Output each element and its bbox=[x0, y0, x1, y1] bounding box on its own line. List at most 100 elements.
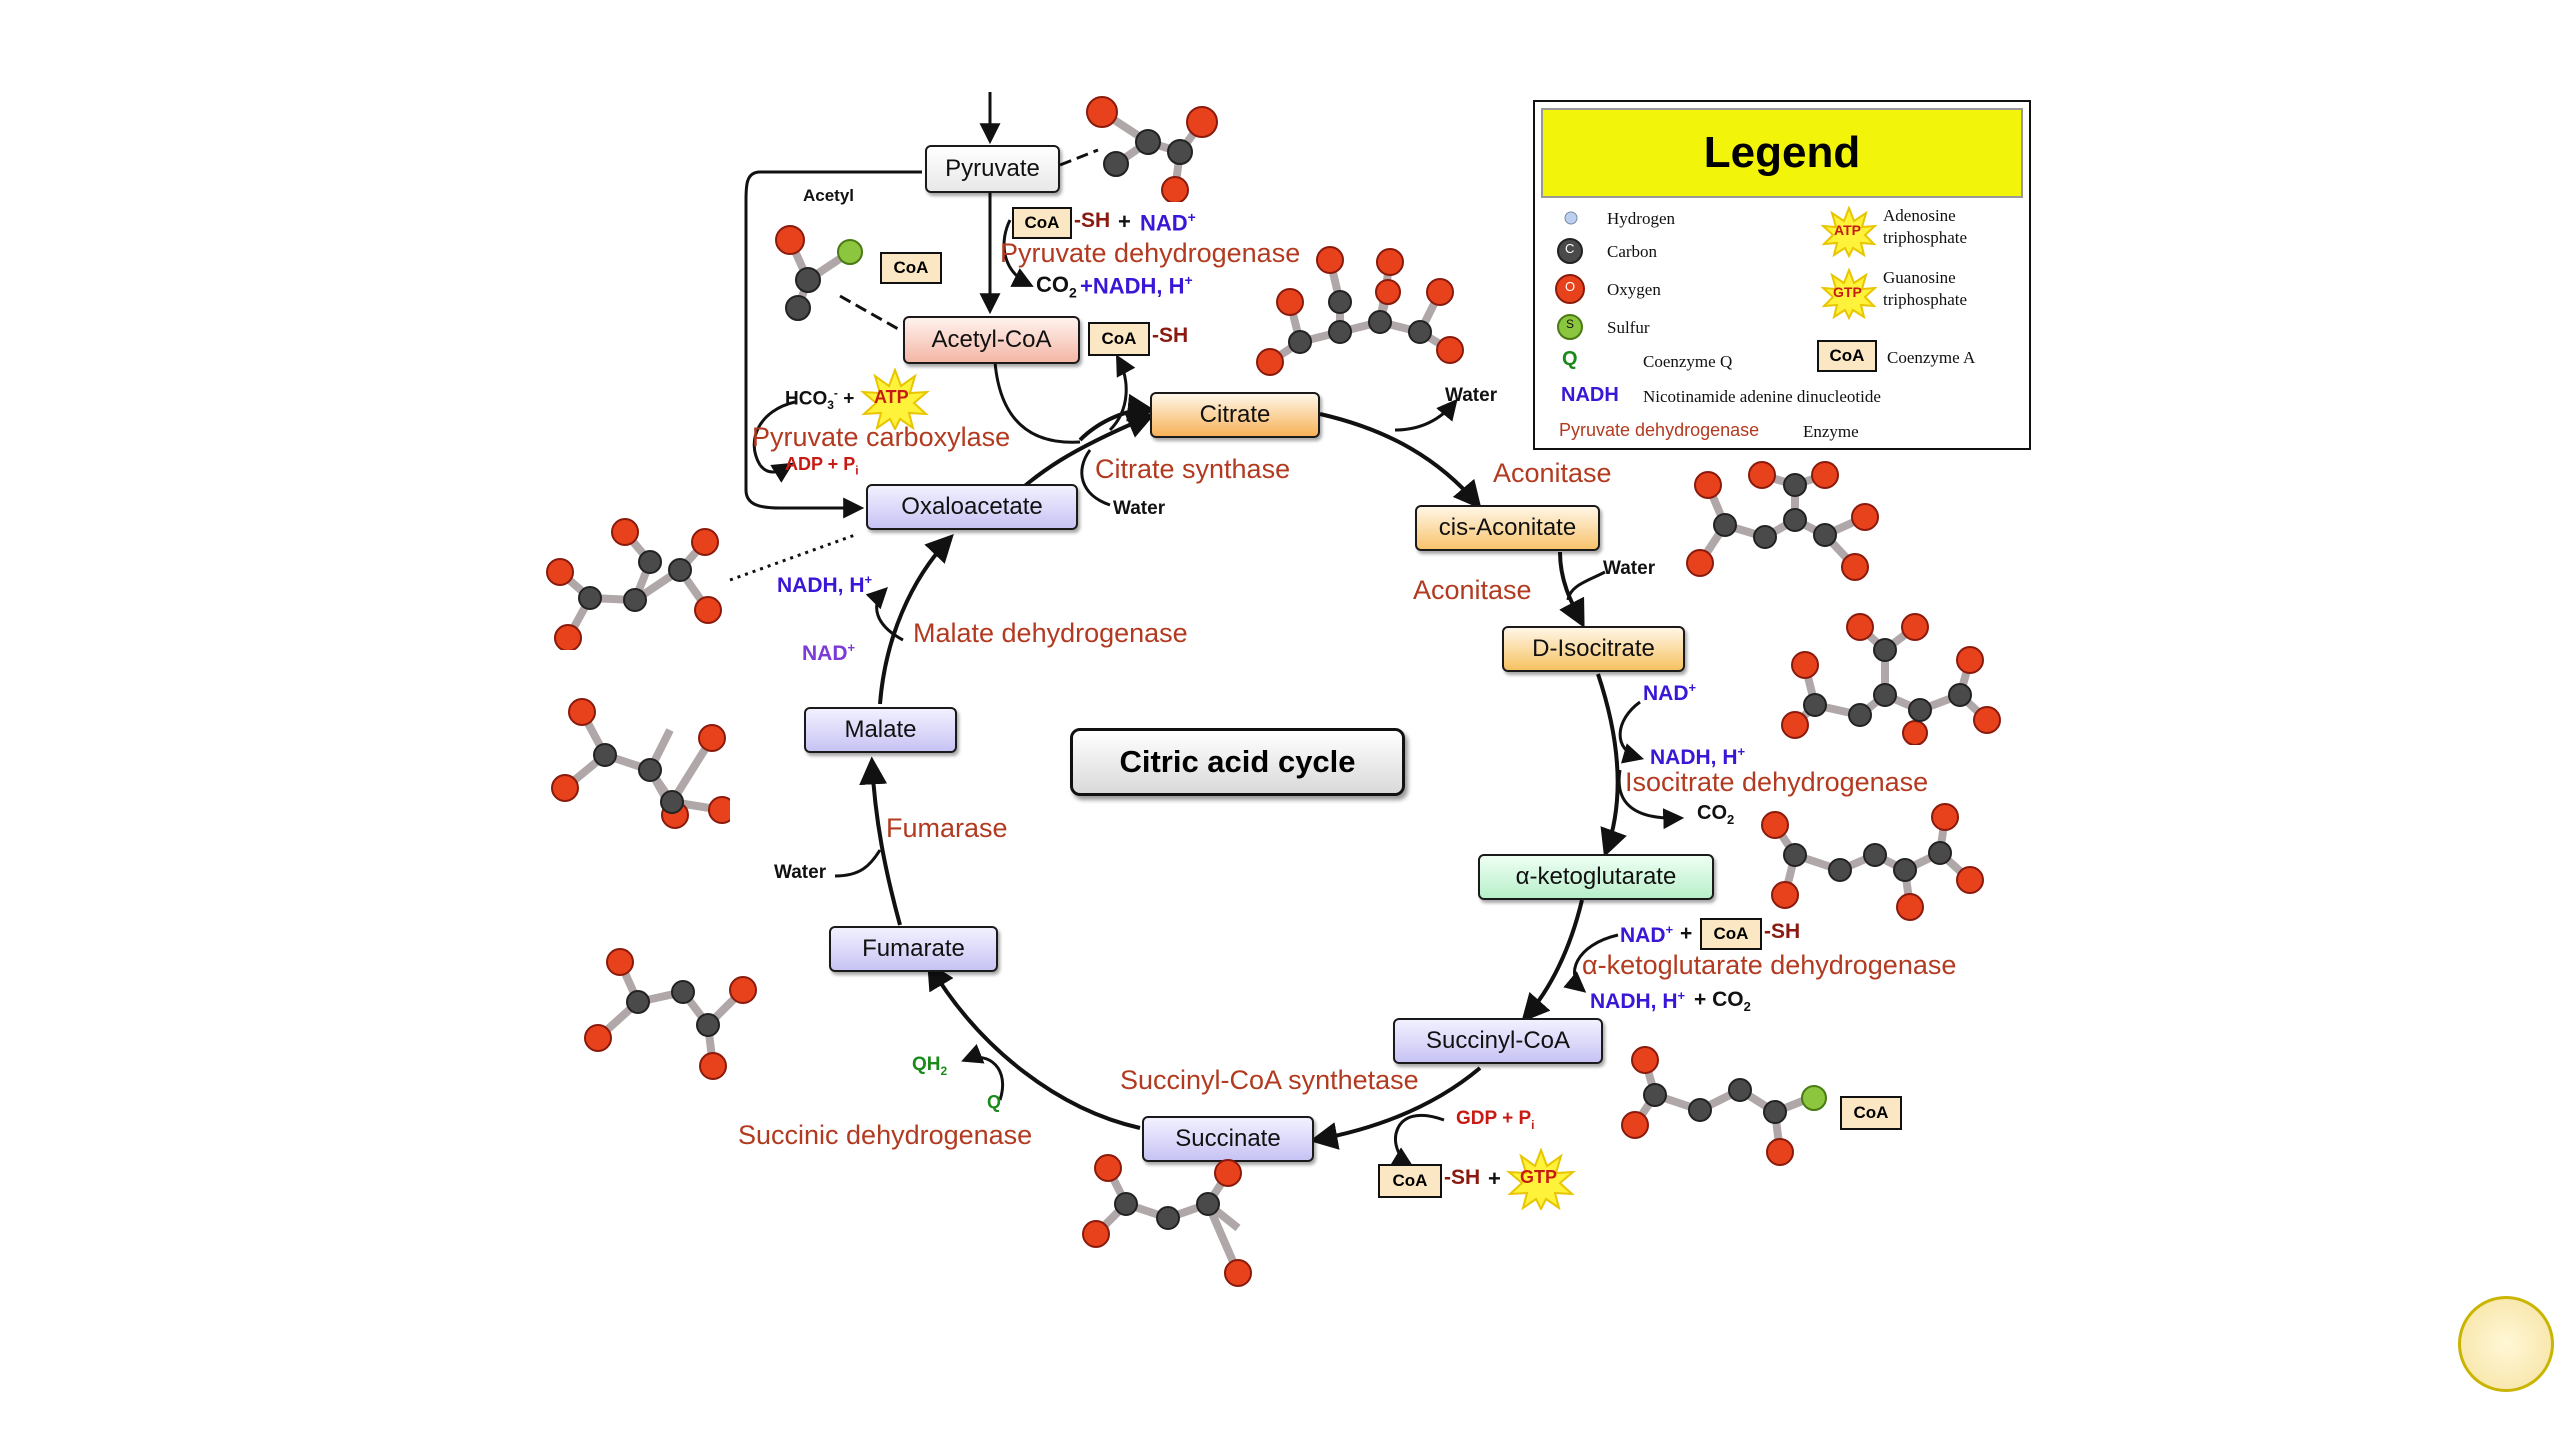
water-fumarase: Water bbox=[774, 862, 827, 883]
hydrogen-icon bbox=[1564, 211, 1578, 225]
molecule-succinyl-sulfur bbox=[1801, 1085, 1827, 1111]
legend-title: Legend bbox=[1541, 108, 2023, 198]
enzyme-citrate-synthase: Citrate synthase bbox=[1095, 454, 1291, 484]
d-isocitrate-box: D-Isocitrate bbox=[1502, 626, 1685, 672]
nad-mdh: NAD+ bbox=[802, 640, 856, 665]
legend-hydrogen: Hydrogen bbox=[1607, 209, 1675, 228]
legend-enzyme: Enzyme bbox=[1803, 422, 1859, 441]
cis-aconitate-box: cis-Aconitate bbox=[1415, 505, 1600, 551]
gtp-label-scs: GTP bbox=[1520, 1167, 1558, 1187]
hco3-label: HCO3- + bbox=[785, 386, 855, 413]
co2-pdh: CO2 bbox=[1036, 272, 1077, 301]
atp-label-carboxylase: ATP bbox=[874, 387, 909, 407]
gtp-star-scs bbox=[1506, 1148, 1576, 1210]
legend-carbon-letter: C bbox=[1565, 241, 1575, 256]
sh-pdh-in: -SH bbox=[1074, 209, 1111, 232]
enzyme-aconitase-2: Aconitase bbox=[1413, 575, 1532, 605]
enzyme-akg-dehydrogenase: α-ketoglutarate dehydrogenase bbox=[1582, 950, 1957, 980]
qh2-label: QH2 bbox=[912, 1054, 948, 1078]
legend-gtp-name-1: Guanosine bbox=[1883, 268, 1956, 287]
coa-tag-succinyl: CoA bbox=[1840, 1096, 1902, 1130]
coa-tag-pdh-in: CoA bbox=[1012, 207, 1072, 239]
legend-q-symbol: Q bbox=[1562, 348, 1578, 370]
co2-akgdh: + CO2 bbox=[1694, 988, 1751, 1015]
plus-pdh: + bbox=[1118, 209, 1131, 234]
enzyme-malate-dehydrogenase: Malate dehydrogenase bbox=[913, 618, 1188, 648]
legend-oxygen-letter: O bbox=[1565, 279, 1576, 294]
molecule-malate bbox=[551, 698, 730, 829]
sh-acetyl-coa: -SH bbox=[1152, 324, 1189, 347]
water-aconitase: Water bbox=[1603, 558, 1656, 579]
legend-oxygen: Oxygen bbox=[1607, 280, 1661, 299]
acetyl-label: Acetyl bbox=[803, 186, 855, 205]
legend-nadh-name: Nicotinamide adenine dinucleotide bbox=[1643, 387, 1881, 406]
adp-pi-label: ADP + Pi bbox=[785, 454, 859, 478]
enzyme-fumarase: Fumarase bbox=[886, 813, 1008, 843]
logo-badge bbox=[2458, 1296, 2554, 1392]
enzyme-succinyl-coa-synthetase: Succinyl-CoA synthetase bbox=[1120, 1065, 1419, 1095]
legend-atp-name-2: triphosphate bbox=[1883, 228, 1968, 247]
legend-gtp-label: GTP bbox=[1833, 284, 1862, 300]
enzyme-aconitase-1: Aconitase bbox=[1493, 458, 1612, 488]
gdp-pi-label: GDP + Pi bbox=[1456, 1108, 1535, 1132]
legend-coenzyme-q: Coenzyme Q bbox=[1643, 352, 1733, 371]
molecule-fumarate bbox=[584, 948, 757, 1080]
sulfur-icon bbox=[1557, 314, 1583, 340]
molecule-acetyl bbox=[775, 225, 863, 321]
legend-nadh-symbol: NADH bbox=[1561, 384, 1619, 406]
succinyl-coa-box: Succinyl-CoA bbox=[1393, 1018, 1603, 1064]
legend-sulfur: Sulfur bbox=[1607, 318, 1650, 337]
molecule-succinate bbox=[1082, 1154, 1252, 1287]
malate-box: Malate bbox=[804, 707, 957, 753]
molecule-pyruvate bbox=[1086, 96, 1218, 202]
legend-atp-name-1: Adenosine bbox=[1883, 206, 1956, 225]
legend-coenzyme-a: Coenzyme A bbox=[1887, 348, 1976, 367]
q-label: Q bbox=[987, 1092, 1002, 1112]
pyruvate-box: Pyruvate bbox=[925, 145, 1060, 193]
oxaloacetate-box: Oxaloacetate bbox=[866, 484, 1078, 530]
enzyme-pyruvate-dehydrogenase: Pyruvate dehydrogenase bbox=[1000, 238, 1301, 268]
nadh-mdh: NADH, H+ bbox=[777, 572, 873, 597]
nad-pdh: NAD+ bbox=[1140, 209, 1196, 236]
enzyme-isocitrate-dehydrogenase: Isocitrate dehydrogenase bbox=[1625, 767, 1929, 797]
acetyl-coa-box: Acetyl-CoA bbox=[903, 316, 1080, 364]
water-citrate-synthase: Water bbox=[1113, 498, 1166, 519]
citrate-box: Citrate bbox=[1150, 392, 1320, 438]
nad-icdh: NAD+ bbox=[1643, 680, 1697, 705]
atp-star-carboxylase bbox=[860, 368, 930, 430]
legend-gtp-name-2: triphosphate bbox=[1883, 290, 1968, 309]
legend-sulfur-letter: S bbox=[1566, 317, 1575, 331]
molecule-cis-aconitate bbox=[1686, 461, 1879, 581]
nadh-icdh: NADH, H+ bbox=[1650, 744, 1746, 769]
molecule-oxaloacetate bbox=[546, 518, 722, 650]
nadh-akgdh: NADH, H+ bbox=[1590, 988, 1686, 1013]
cycle-title: Citric acid cycle bbox=[1070, 728, 1405, 796]
plus-akgdh: + bbox=[1680, 922, 1693, 945]
co2-icdh: CO2 bbox=[1697, 802, 1735, 827]
atp-star-icon bbox=[1821, 206, 1877, 258]
sh-akgdh: -SH bbox=[1764, 920, 1801, 943]
molecule-alpha-ketoglutarate bbox=[1761, 803, 1984, 921]
oxygen-icon bbox=[1555, 274, 1585, 304]
legend-coa-tag: CoA bbox=[1817, 340, 1877, 372]
coa-tag-akgdh: CoA bbox=[1700, 918, 1762, 950]
nad-akgdh: NAD+ bbox=[1620, 922, 1674, 947]
molecule-citrate bbox=[1256, 246, 1464, 376]
molecule-succinyl-coa bbox=[1621, 1046, 1812, 1166]
alpha-ketoglutarate-box: α-ketoglutarate bbox=[1478, 854, 1714, 900]
sh-scs: -SH bbox=[1444, 1166, 1481, 1189]
water-citrate-out: Water bbox=[1445, 385, 1498, 406]
nadh-pdh: +NADH, H+ bbox=[1080, 272, 1193, 299]
coa-tag-scs: CoA bbox=[1378, 1164, 1442, 1198]
enzyme-succinic-dehydrogenase: Succinic dehydrogenase bbox=[738, 1120, 1033, 1150]
coa-tag-acetyl-coa: CoA bbox=[1088, 322, 1150, 356]
legend-atp-label: ATP bbox=[1834, 222, 1861, 238]
legend-box: Legend Hydrogen C Carbon O Oxygen S Sulf… bbox=[1533, 100, 2031, 450]
plus-scs: + bbox=[1488, 1166, 1501, 1191]
legend-enzyme-example: Pyruvate dehydrogenase bbox=[1559, 420, 1760, 440]
molecule-isocitrate bbox=[1781, 613, 2001, 745]
enzyme-pyruvate-carboxylase: Pyruvate carboxylase bbox=[752, 422, 1011, 452]
legend-carbon: Carbon bbox=[1607, 242, 1658, 261]
